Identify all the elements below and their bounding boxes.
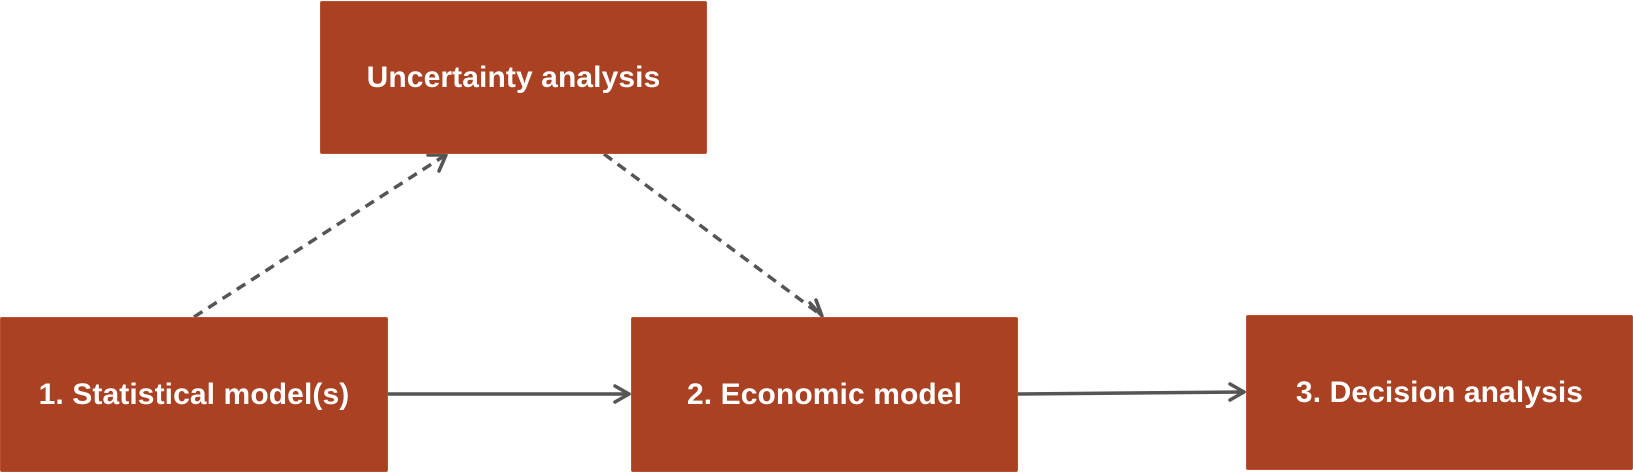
arrowhead-icon [808,298,824,318]
edge-statistical-to-uncertainty [193,153,448,319]
node-label: 2. Economic model [686,377,963,411]
arrowhead-icon [613,384,631,404]
edge-uncertainty-to-economic [602,152,824,318]
node-label: 3. Decision analysis [1295,375,1584,409]
node-statistical-models: 1. Statistical model(s) [0,317,388,472]
node-economic-model: 2. Economic model [631,317,1018,472]
edge-statistical-to-economic [386,384,631,404]
node-uncertainty-analysis: Uncertainty analysis [320,1,707,154]
edge-economic-to-decision [1016,382,1246,402]
node-label: 1. Statistical model(s) [38,377,350,411]
node-label: Uncertainty analysis [366,60,661,94]
arrowhead-icon [1228,382,1246,402]
node-decision-analysis: 3. Decision analysis [1246,315,1633,470]
arrowhead-icon [426,153,448,173]
